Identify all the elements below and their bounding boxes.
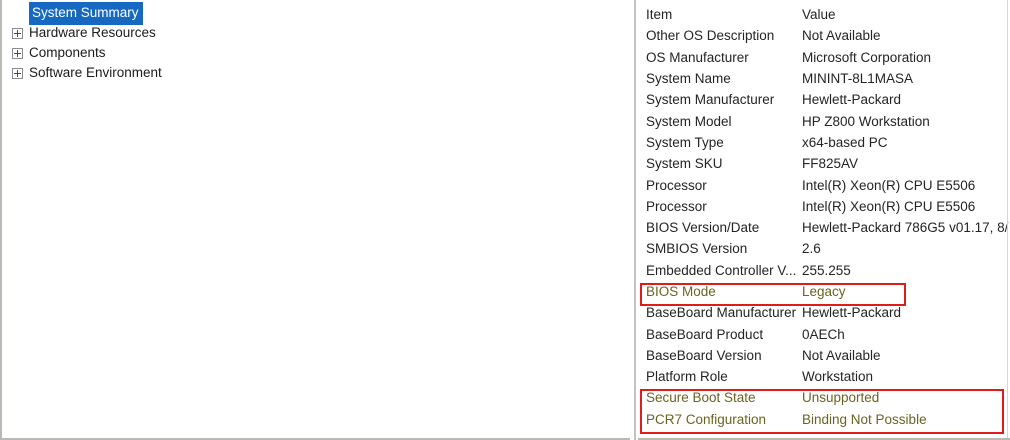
detail-row[interactable]: PCR7 Configuration Binding Not Possible — [638, 409, 1010, 430]
tree-item-label: Components — [29, 45, 106, 60]
detail-value-cell: Unsupported — [802, 390, 880, 406]
detail-value-cell: x64-based PC — [802, 134, 888, 150]
detail-row[interactable]: System Name MININT-8L1MASA — [638, 68, 1010, 89]
detail-item-cell: Secure Boot State — [646, 390, 756, 406]
detail-value-cell: Hewlett-Packard — [802, 305, 902, 321]
tree-item-label: System Summary — [29, 1, 143, 25]
detail-item-cell: System Type — [646, 134, 724, 150]
detail-value-cell: 0AECh — [802, 326, 845, 342]
detail-right-edge-rule — [1007, 0, 1008, 438]
detail-value-cell: Not Available — [802, 347, 881, 363]
detail-row[interactable]: Platform Role Workstation — [638, 366, 1010, 387]
detail-value-cell: Intel(R) Xeon(R) CPU E5506 — [802, 177, 976, 193]
detail-value-cell: Intel(R) Xeon(R) CPU E5506 — [802, 198, 976, 214]
tree-item-hardware-resources[interactable]: Hardware Resources — [2, 23, 630, 43]
detail-row[interactable]: SMBIOS Version 2.6 — [638, 238, 1010, 259]
tree-item-system-summary[interactable]: System Summary — [2, 1, 630, 25]
detail-item-cell: System Name — [646, 71, 731, 87]
detail-row[interactable]: BIOS Version/Date Hewlett-Packard 786G5 v… — [638, 217, 1010, 238]
detail-value-cell: Value — [802, 7, 836, 23]
detail-row[interactable]: Other OS Description Not Available — [638, 25, 1010, 46]
detail-item-cell: Platform Role — [646, 369, 728, 385]
detail-item-cell: BaseBoard Version — [646, 347, 762, 363]
detail-value-cell: Legacy — [802, 284, 846, 299]
detail-value-cell: Hewlett-Packard — [802, 92, 902, 108]
tree-item-components[interactable]: Components — [2, 43, 630, 63]
detail-row[interactable]: System SKU FF825AV — [638, 153, 1010, 174]
detail-row[interactable]: Processor Intel(R) Xeon(R) CPU E5506 — [638, 174, 1010, 195]
detail-value-cell: FF825AV — [802, 156, 859, 172]
expand-plus-icon[interactable] — [12, 47, 23, 59]
detail-value-cell: Workstation — [802, 369, 874, 385]
detail-value-cell: Binding Not Possible — [802, 411, 927, 427]
detail-value-cell: 255.255 — [802, 262, 851, 278]
detail-row[interactable]: BaseBoard Version Not Available — [638, 345, 1010, 366]
detail-item-cell: OS Manufacturer — [646, 49, 749, 65]
detail-value-cell: 2.6 — [802, 241, 821, 257]
detail-column-header[interactable]: Item Value — [638, 4, 1010, 25]
detail-value-cell: Microsoft Corporation — [802, 49, 932, 65]
detail-item-cell: System SKU — [646, 156, 723, 172]
detail-item-cell: Embedded Controller V... — [646, 262, 797, 278]
detail-item-cell: SMBIOS Version — [646, 241, 748, 257]
detail-row[interactable]: BIOS Mode Legacy — [638, 281, 1010, 302]
detail-row[interactable]: BaseBoard Product 0AECh — [638, 323, 1010, 344]
detail-item-cell: BIOS Version/Date — [646, 220, 760, 236]
detail-value-cell: Not Available — [802, 28, 881, 44]
pane-splitter[interactable] — [630, 0, 638, 440]
detail-item-cell: BaseBoard Manufacturer — [646, 305, 797, 321]
detail-value-cell: MININT-8L1MASA — [802, 71, 914, 87]
detail-item-cell: Processor — [646, 177, 707, 193]
detail-item-cell: System Model — [646, 113, 732, 129]
detail-row[interactable]: System Model HP Z800 Workstation — [638, 110, 1010, 131]
detail-value-cell: Hewlett-Packard 786G5 v01.17, 8/ — [802, 220, 1009, 236]
detail-item-cell: System Manufacturer — [646, 92, 775, 108]
tree-item-software-environment[interactable]: Software Environment — [2, 63, 630, 83]
detail-row[interactable]: Processor Intel(R) Xeon(R) CPU E5506 — [638, 196, 1010, 217]
detail-item-cell: BIOS Mode — [646, 284, 716, 299]
detail-row[interactable]: Embedded Controller V... 255.255 — [638, 260, 1010, 281]
detail-row[interactable]: Secure Boot State Unsupported — [638, 387, 1010, 408]
detail-item-cell: Other OS Description — [646, 28, 775, 44]
detail-row[interactable]: System Type x64-based PC — [638, 132, 1010, 153]
tree-item-label: Hardware Resources — [29, 25, 156, 40]
detail-item-cell: Item — [646, 7, 673, 23]
expand-plus-icon[interactable] — [12, 27, 23, 39]
detail-item-cell: PCR7 Configuration — [646, 411, 767, 427]
detail-row[interactable]: OS Manufacturer Microsoft Corporation — [638, 47, 1010, 68]
detail-row[interactable]: BaseBoard Manufacturer Hewlett-Packard — [638, 302, 1010, 323]
expand-plus-icon[interactable] — [12, 67, 23, 79]
detail-item-cell: Processor — [646, 198, 707, 214]
detail-value-cell: HP Z800 Workstation — [802, 113, 930, 129]
detail-item-cell: BaseBoard Product — [646, 326, 764, 342]
detail-row[interactable]: System Manufacturer Hewlett-Packard — [638, 89, 1010, 110]
tree-item-label: Software Environment — [29, 65, 162, 80]
